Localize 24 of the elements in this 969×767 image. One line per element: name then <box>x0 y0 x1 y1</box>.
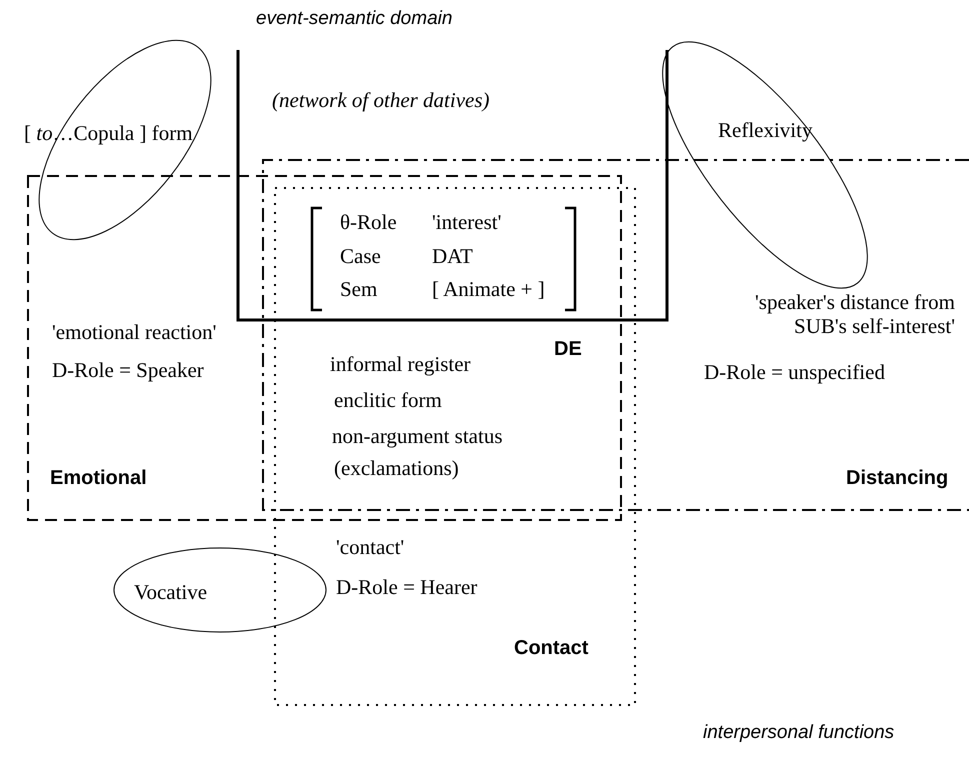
region-text: 'speaker's distance from SUB's self-interest' <box>754 290 955 338</box>
table-cell: DAT <box>432 244 473 268</box>
region-label: Emotional <box>50 467 147 490</box>
region-text: D-Role = Speaker <box>52 358 204 382</box>
region-text: D-Role = Hearer <box>336 575 478 600</box>
domain-title: event-semantic domain <box>256 8 452 30</box>
table-cell: θ-Role <box>340 210 397 234</box>
feature-text: enclitic form <box>334 388 442 412</box>
region-label: Contact <box>514 637 588 660</box>
feature-text: (exclamations) <box>334 456 459 480</box>
region-text: 'contact' <box>336 535 404 560</box>
region-note: (network of other datives) <box>272 88 490 112</box>
table-cell: Case <box>340 244 381 268</box>
table-cell: Sem <box>340 277 378 302</box>
axis-caption: interpersonal functions <box>703 722 894 744</box>
region-text: D-Role = unspecified <box>704 360 885 384</box>
table-cell: [ Animate + ] <box>432 277 545 302</box>
region-label: Distancing <box>846 467 948 490</box>
ellipse-text: Vocative <box>134 580 208 604</box>
intersection-label: DE <box>554 338 582 361</box>
region-text: 'emotional reaction' <box>52 320 216 344</box>
feature-text: non-argument status <box>332 424 503 448</box>
feature-text: informal register <box>330 352 471 376</box>
table-cell: 'interest' <box>432 210 502 234</box>
